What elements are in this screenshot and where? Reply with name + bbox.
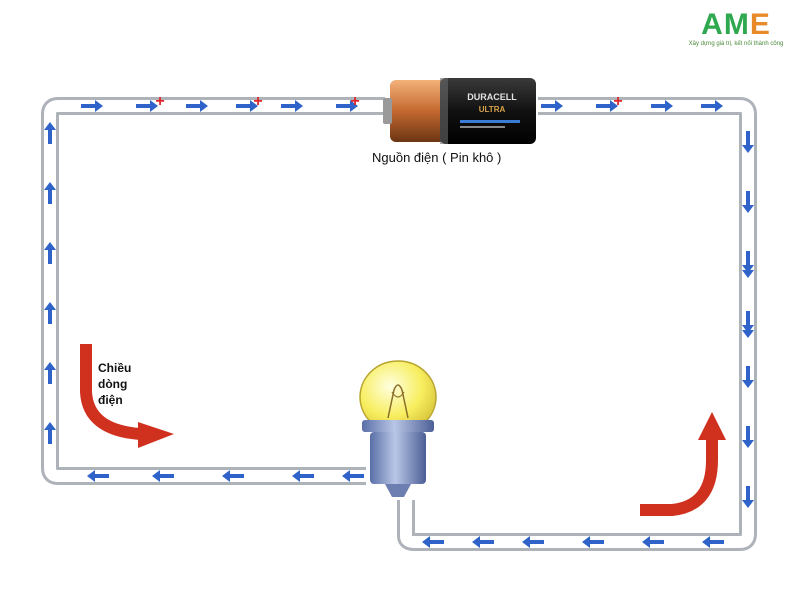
- arrow-right-2: [186, 100, 208, 112]
- current-direction-label: Chiều dòng điện: [98, 360, 148, 408]
- arrow-right-5: [336, 100, 358, 112]
- arrow-right-4: [281, 100, 303, 112]
- arrow-down-18: [742, 486, 754, 508]
- bulb-collar: [362, 420, 434, 432]
- logo-tagline: Xây dựng giá trị, kết nối thành công: [688, 41, 784, 47]
- arrow-up-19: [44, 122, 56, 144]
- battery-caption: Nguồn điện ( Pin khô ): [372, 150, 502, 165]
- big-arrow-right: [640, 438, 718, 516]
- bulb-filament: [387, 384, 409, 419]
- current-direction-arrows: [44, 100, 754, 548]
- light-bulb: [359, 360, 437, 497]
- arrow-left-30: [422, 536, 444, 548]
- arrow-left-31: [472, 536, 494, 548]
- plus-marker-0: +: [155, 93, 164, 110]
- arrow-down-16: [742, 256, 754, 278]
- arrow-up-22: [44, 302, 56, 324]
- arrow-down-15: [742, 426, 754, 448]
- battery-terminal: [383, 98, 392, 124]
- arrow-left-25: [87, 470, 109, 482]
- arrow-right-1: [136, 100, 158, 112]
- arrow-up-21: [44, 242, 56, 264]
- arrow-down-17: [742, 316, 754, 338]
- logo-text-main: AM: [701, 8, 750, 41]
- plus-marker-3: +: [613, 93, 622, 110]
- arrow-right-9: [701, 100, 723, 112]
- wire-inner-1: [44, 100, 385, 482]
- arrow-down-10: [742, 131, 754, 153]
- arrow-up-23: [44, 362, 56, 384]
- battery: DURACELL ULTRA: [383, 78, 536, 144]
- arrow-down-14: [742, 366, 754, 388]
- arrow-left-27: [222, 470, 244, 482]
- wire-loop: [41, 97, 757, 551]
- current-direction-label-line1: Chiều: [98, 361, 132, 375]
- arrow-right-0: [81, 100, 103, 112]
- bulb-base: [370, 432, 426, 484]
- arrow-left-28: [292, 470, 314, 482]
- battery-stripe: [460, 120, 520, 123]
- logo-wordmark: AME: [686, 10, 786, 40]
- positive-charge-markers: + + + +: [155, 93, 622, 110]
- ame-logo: AME Xây dựng giá trị, kết nối thành công: [686, 10, 786, 48]
- arrow-up-24: [44, 422, 56, 444]
- arrow-up-20: [44, 182, 56, 204]
- arrow-left-32: [522, 536, 544, 548]
- arrow-right-6: [541, 100, 563, 112]
- battery-model: ULTRA: [479, 105, 506, 114]
- wire-inner-2: [400, 100, 754, 548]
- arrow-left-33: [582, 536, 604, 548]
- arrow-left-29: [342, 470, 364, 482]
- arrow-left-35: [702, 536, 724, 548]
- big-arrow-left: [80, 344, 141, 440]
- plus-marker-1: +: [253, 93, 262, 110]
- arrow-right-7: [596, 100, 618, 112]
- arrow-right-3: [236, 100, 258, 112]
- battery-band: [440, 78, 448, 144]
- arrow-down-11: [742, 191, 754, 213]
- big-arrow-right-head: [698, 412, 726, 440]
- battery-copper-top: [390, 80, 450, 142]
- wire-outer-2: [397, 97, 757, 551]
- battery-brand: DURACELL: [467, 92, 517, 102]
- current-direction-label-line2: dòng: [98, 377, 128, 391]
- battery-stripe-2: [460, 126, 505, 128]
- big-arrow-left-head: [138, 422, 174, 448]
- arrow-right-8: [651, 100, 673, 112]
- current-direction-label-line3: điện: [98, 393, 123, 407]
- arrow-left-34: [642, 536, 664, 548]
- arrow-left-26: [152, 470, 174, 482]
- bulb-filament-coil: [391, 391, 405, 398]
- big-flow-arrows: [80, 344, 726, 516]
- plus-marker-2: +: [350, 93, 359, 110]
- logo-text-accent: E: [749, 8, 771, 41]
- bulb-tip: [385, 484, 411, 497]
